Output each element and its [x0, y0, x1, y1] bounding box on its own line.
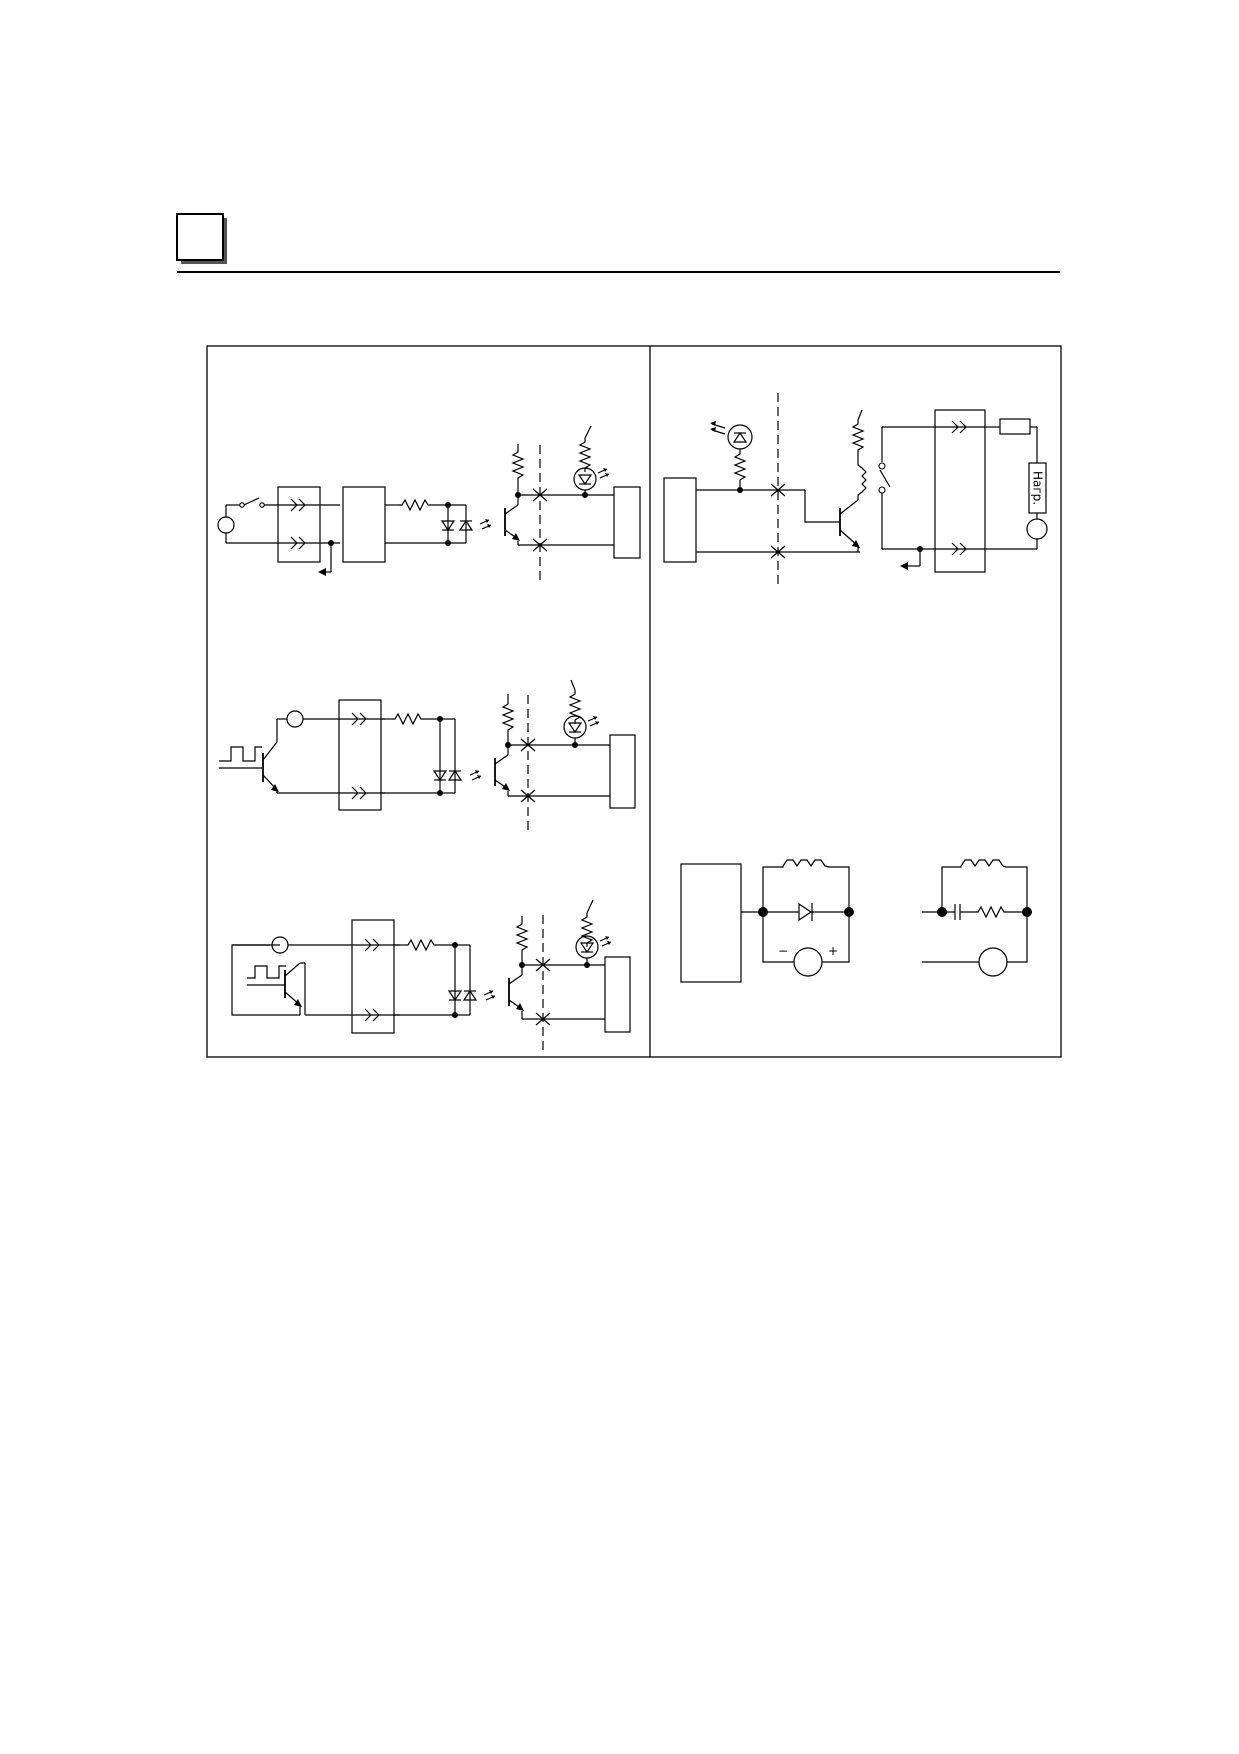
circuit-3-transistor-input [231, 899, 631, 1050]
connector-block [277, 486, 321, 563]
input-resistor [392, 712, 440, 726]
output-transistor [839, 499, 860, 548]
logic-block [604, 956, 631, 1033]
source-circle [286, 710, 304, 728]
connector-block [934, 409, 986, 573]
logic-block [613, 486, 641, 559]
rc-snubber [954, 904, 1027, 920]
pulse-waveform [219, 746, 262, 762]
connector-block [351, 919, 395, 1034]
relay-coil [857, 462, 867, 500]
output-block [680, 863, 742, 983]
logic-block [663, 477, 697, 563]
indicator-led [727, 424, 753, 450]
circuit-output-relay: Нагр. [663, 393, 1048, 588]
suppression-diode [798, 902, 813, 922]
fuse [999, 418, 1031, 435]
indicator-led [563, 715, 587, 739]
input-resistor [405, 938, 455, 952]
source-circle [217, 516, 235, 534]
dc-supply [793, 947, 823, 977]
phototransistor [494, 754, 510, 791]
circuit-2-transistor-input [219, 679, 636, 832]
phototransistor [504, 504, 520, 541]
switch-contact [239, 497, 265, 508]
led-rays [710, 421, 726, 435]
circuit-diode-suppression: − + [680, 859, 854, 983]
input-resistor [398, 498, 448, 512]
circuit-rc-suppression [922, 859, 1032, 977]
logic-block [609, 734, 636, 809]
load-label: Нагр. [1031, 471, 1045, 505]
phototransistor [508, 974, 524, 1011]
connector-block [338, 699, 382, 811]
filter-block [342, 486, 386, 563]
section-marker [176, 213, 227, 264]
circuit-1-contact-input [217, 425, 641, 580]
inductive-load-coil [941, 859, 1028, 912]
inductive-load-coil [762, 859, 850, 912]
ac-supply [978, 947, 1008, 977]
plus-sign: + [828, 944, 838, 958]
relay-contact [878, 427, 891, 549]
load-supply [1026, 518, 1048, 540]
pulse-waveform [247, 965, 286, 979]
figure-frame [206, 345, 1062, 1058]
minus-sign: − [778, 944, 788, 958]
